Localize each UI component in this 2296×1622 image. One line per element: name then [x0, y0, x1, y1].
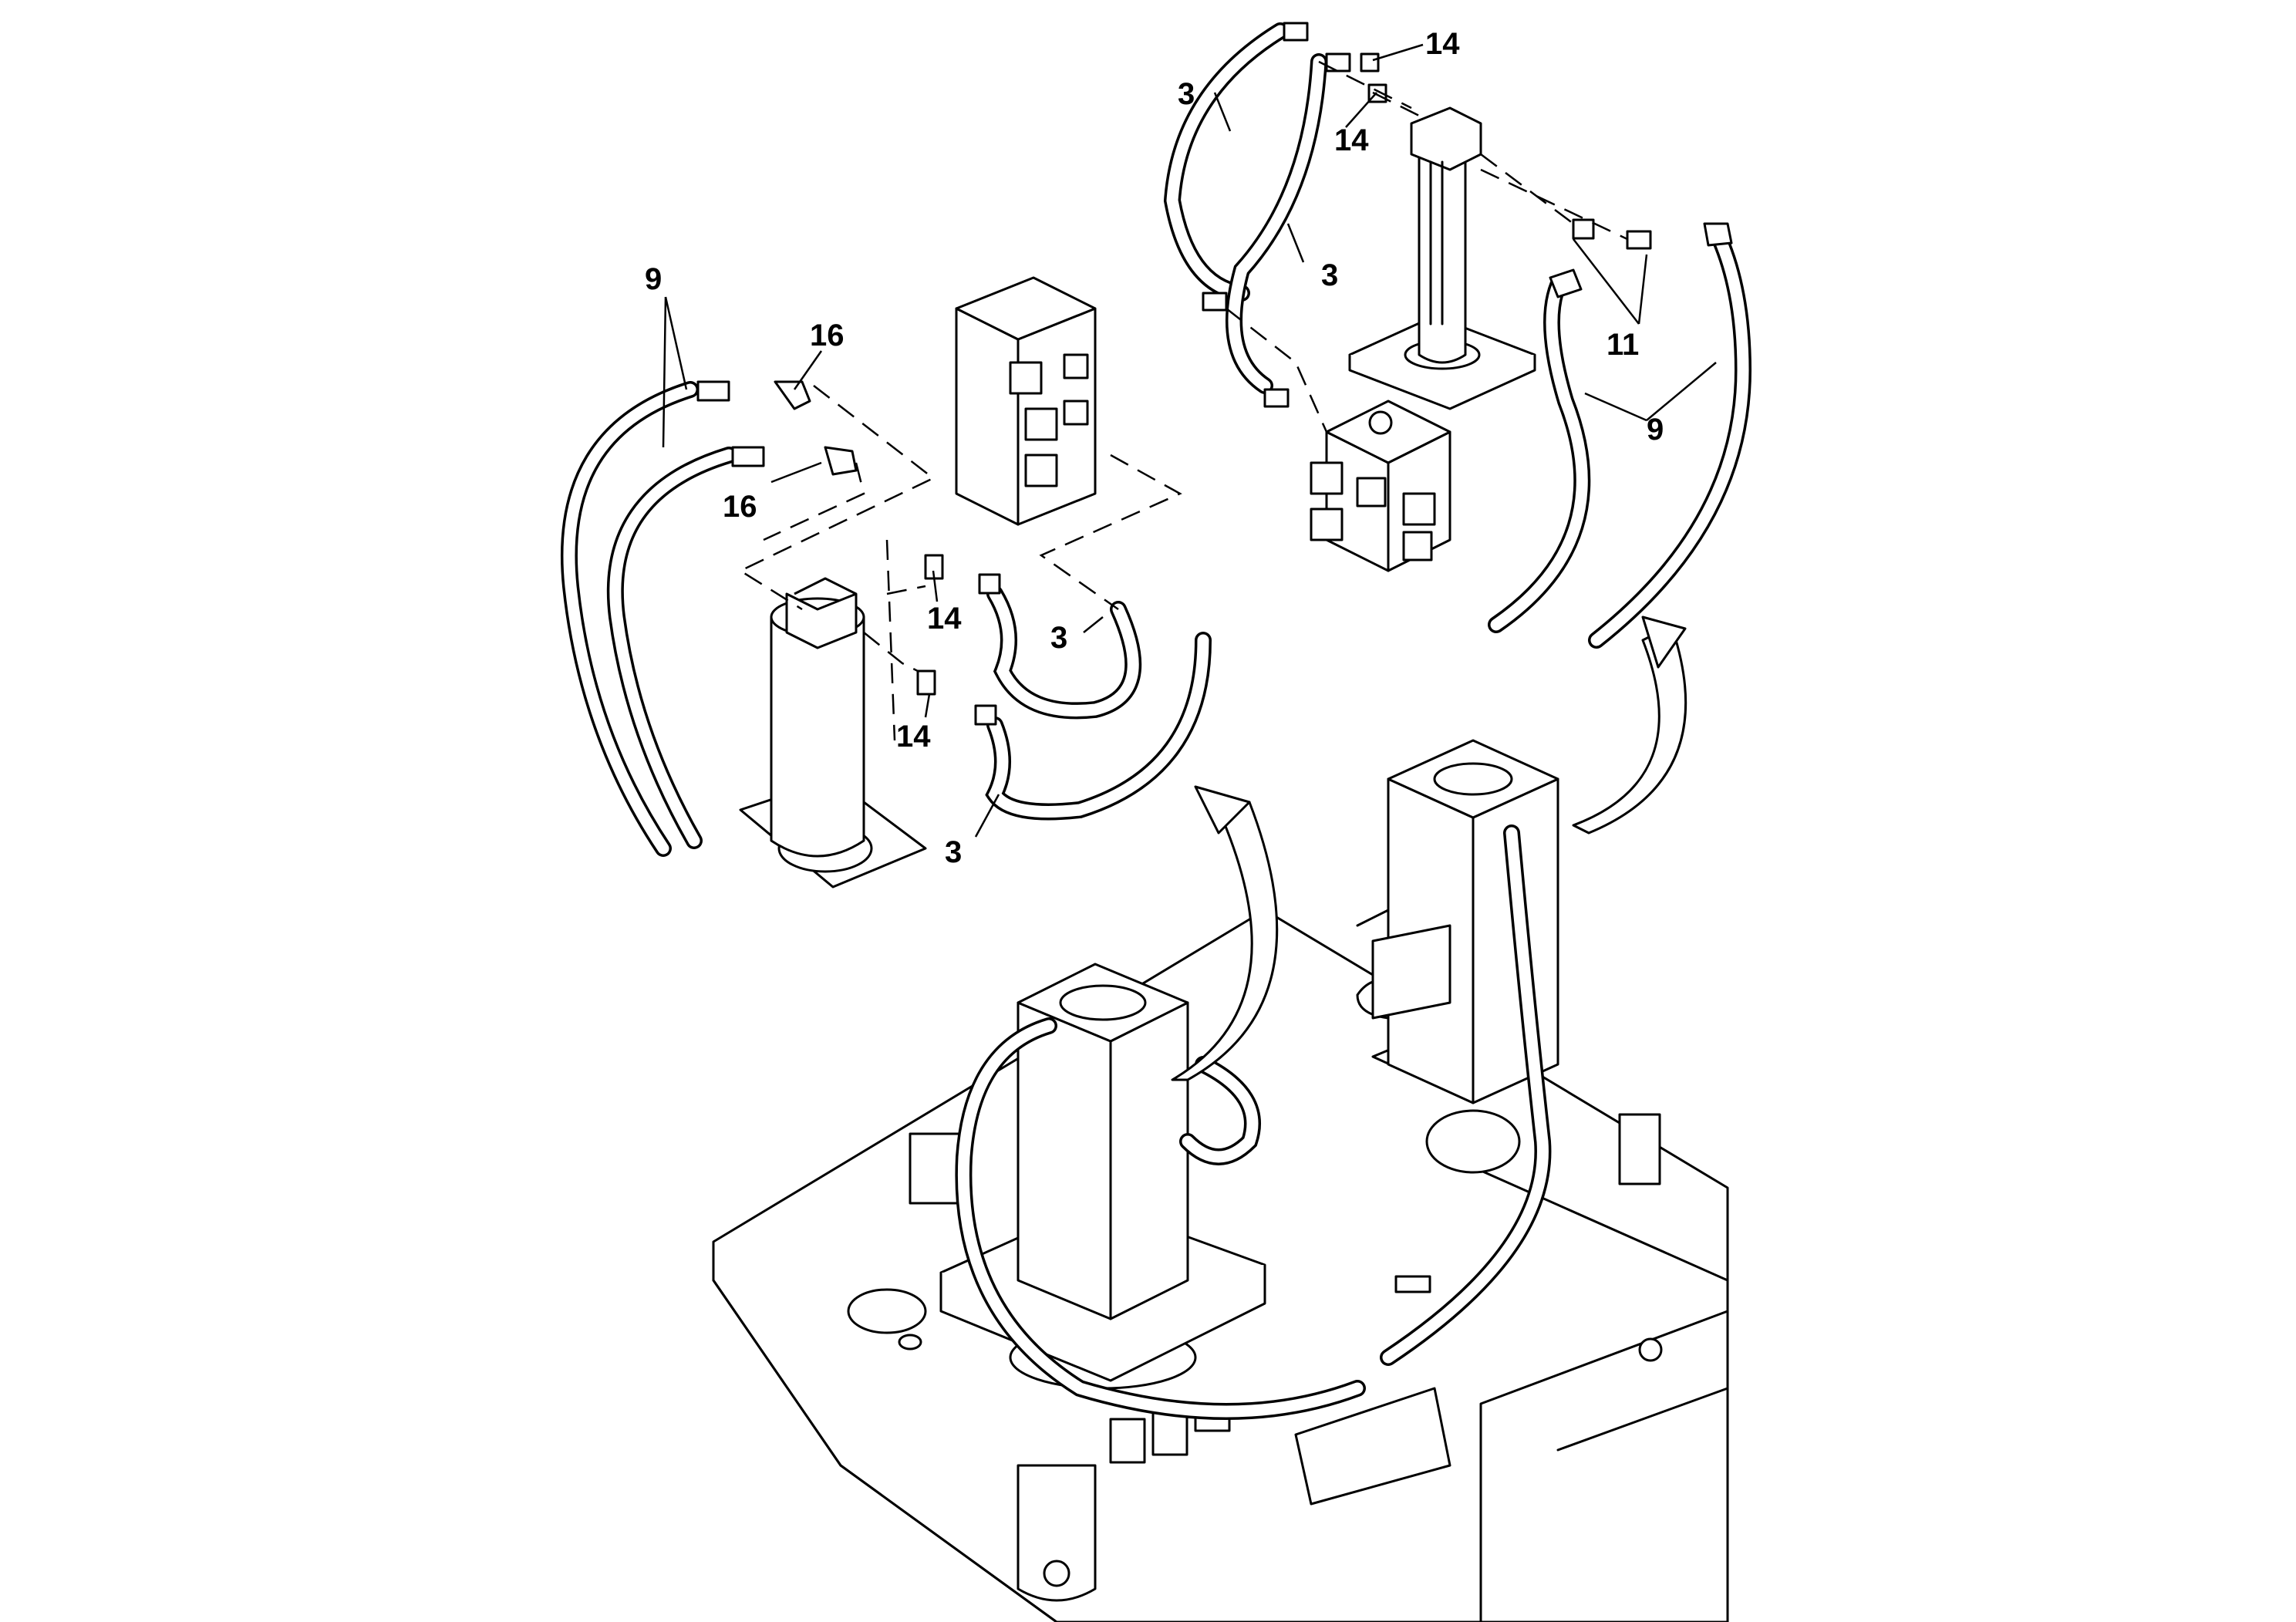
callout-11: 11 [1607, 328, 1639, 362]
callout-3-right-lower: 3 [1321, 258, 1338, 292]
callout-14-right-upper: 14 [1425, 27, 1460, 61]
upper-left-valve-block [955, 276, 1097, 526]
callout-3-left-upper: 3 [1050, 621, 1067, 655]
callout-14-left-upper: 14 [927, 602, 962, 636]
curved-arrow-right [1572, 615, 1687, 835]
lower-left-rotary-tower [939, 963, 1366, 1420]
curved-arrow-left [1171, 785, 1279, 1081]
callout-leaders [662, 43, 1717, 838]
hose-pair-3-left [916, 554, 1212, 821]
upper-right-valve-block [1310, 400, 1451, 572]
callout-16-lower: 16 [723, 490, 757, 524]
hose-pair-3-right [1163, 22, 1387, 408]
callout-9-left: 9 [645, 262, 662, 296]
callout-3-right-upper: 3 [1178, 77, 1195, 111]
dashed-connections-left [738, 385, 1182, 741]
hose-pair-9-left [560, 380, 858, 857]
callout-14-right-lower: 14 [1334, 123, 1369, 157]
dashed-connections-right [1226, 60, 1628, 433]
upper-left-swivel-cylinder [739, 577, 927, 889]
callout-14-left-lower: 14 [896, 720, 931, 754]
upper-right-swivel-cylinder [1348, 106, 1536, 410]
lower-right-rotary-tower [1356, 739, 1559, 1366]
callout-3-left-lower: 3 [945, 835, 962, 869]
hose-pair-9-right [1488, 218, 1752, 649]
callout-16-upper: 16 [810, 319, 845, 352]
callout-9-right: 9 [1647, 413, 1664, 447]
